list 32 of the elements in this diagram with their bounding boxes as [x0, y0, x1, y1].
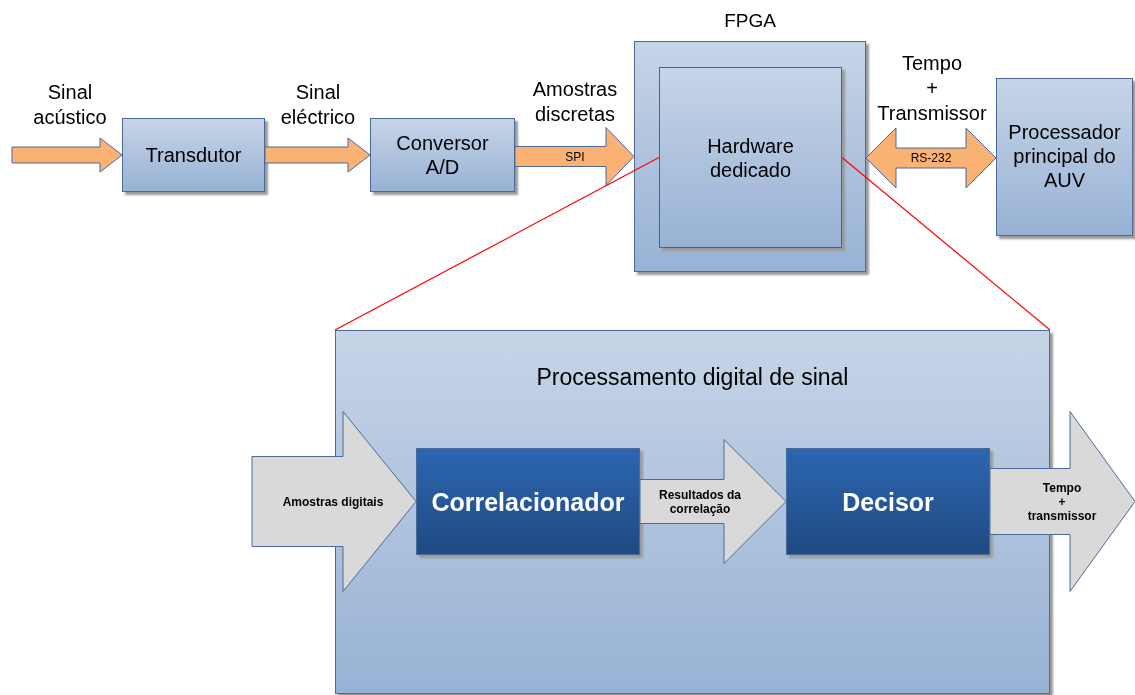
block-label: Processador principal do AUV — [1007, 120, 1122, 192]
edge-label: Amostras digitais — [281, 494, 385, 509]
block-arrow — [989, 411, 1135, 592]
signal-label: Sinal acústico — [32, 80, 108, 130]
block-arrow — [639, 439, 787, 564]
process-box — [996, 78, 1133, 236]
process-block — [786, 448, 990, 555]
block-arrow — [251, 411, 417, 592]
process-block — [416, 448, 640, 555]
edge-label: SPI — [564, 149, 586, 164]
group-title: FPGA — [723, 10, 777, 33]
block-label: Decisor — [842, 486, 934, 517]
block-arrow — [865, 127, 997, 189]
block-label: Transdutor — [145, 143, 242, 167]
signal-label: Amostras discretas — [531, 77, 619, 127]
signal-label: Sinal eléctrico — [279, 80, 357, 130]
process-box — [122, 118, 265, 192]
block-arrow — [11, 137, 123, 173]
process-box — [370, 118, 515, 192]
zoom-line — [334, 156, 660, 331]
signal-label: Tempo + Transmissor — [876, 50, 988, 126]
block-label: Hardware dedicado — [706, 133, 795, 182]
block-arrow — [264, 137, 371, 173]
edge-label: Resultados da correlação — [658, 487, 742, 516]
edge-label: RS-232 — [909, 151, 953, 165]
process-box — [659, 67, 842, 248]
zoom-line — [841, 156, 1051, 331]
panel-title: Processamento digital de sinal — [535, 364, 850, 392]
block-label: Correlacionador — [431, 486, 625, 517]
block-label: Conversor A/D — [395, 131, 490, 179]
edge-label: Tempo + transmissor — [1026, 480, 1098, 523]
block-arrow — [514, 127, 635, 186]
